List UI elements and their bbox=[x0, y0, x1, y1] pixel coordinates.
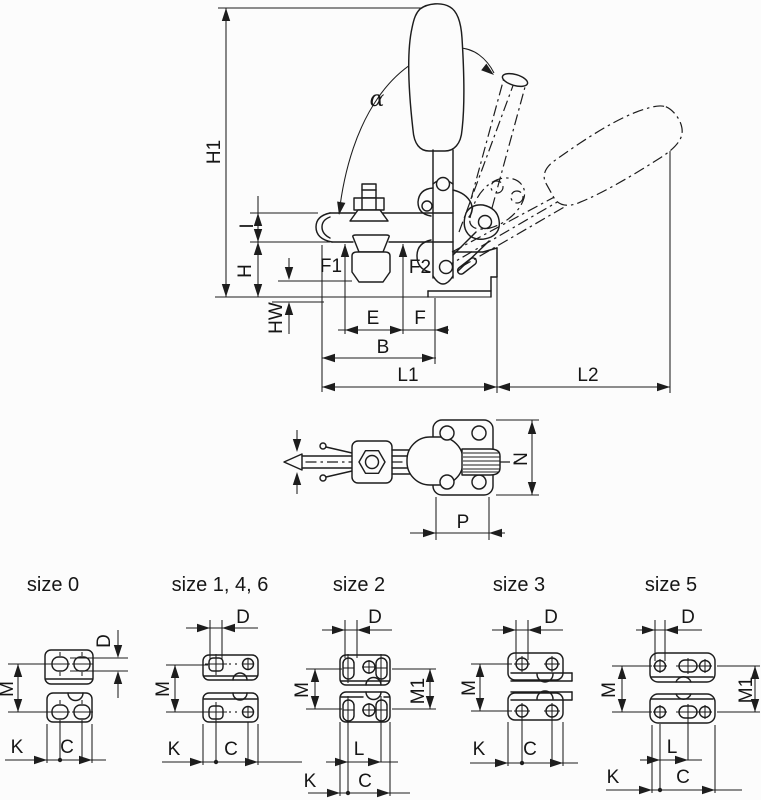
size-3-label-d: D bbox=[544, 607, 558, 628]
dim-label-f: F bbox=[414, 308, 426, 329]
size-2-label-l: L bbox=[354, 739, 365, 760]
top-view: N P bbox=[283, 419, 539, 540]
dim-label-hw: HW bbox=[266, 302, 287, 334]
dim-label-alpha: α bbox=[370, 87, 385, 112]
size-0-label-d: D bbox=[94, 634, 115, 648]
size-3-label-c: C bbox=[523, 739, 537, 760]
size-variants: size 0 D M K C bbox=[0, 574, 760, 798]
main-dimensions: H1 α I H HW F1 F2 E F B L1 L2 bbox=[204, 7, 673, 393]
size-5-label-d: D bbox=[681, 607, 695, 628]
size-5-label-c: C bbox=[676, 767, 690, 788]
size-2-view: size 2 bbox=[292, 574, 436, 798]
dim-label-h: H bbox=[235, 264, 256, 278]
pivot-housing bbox=[416, 176, 501, 275]
size-5-title: size 5 bbox=[645, 574, 697, 596]
handle-pad-hatched bbox=[461, 448, 501, 476]
size-1-4-6-label-k: K bbox=[168, 739, 181, 760]
handle-grip-open bbox=[535, 93, 693, 215]
dim-label-p: P bbox=[457, 512, 470, 533]
size-3-label-k: K bbox=[473, 739, 486, 760]
dim-label-l2: L2 bbox=[577, 365, 598, 386]
dim-label-n: N bbox=[511, 452, 532, 466]
dim-label-h1: H1 bbox=[204, 140, 225, 164]
open-position-phantom bbox=[443, 71, 693, 269]
size-2-label-m1: M1 bbox=[408, 678, 429, 704]
dim-label-f2: F2 bbox=[409, 257, 431, 278]
size-1-4-6-title: size 1, 4, 6 bbox=[172, 574, 269, 596]
size-5-label-l: L bbox=[667, 737, 678, 758]
arm-top-view bbox=[406, 436, 464, 486]
dim-label-b: B bbox=[377, 337, 390, 358]
size-5-label-k: K bbox=[607, 767, 620, 788]
size-1-4-6-label-d: D bbox=[236, 607, 250, 628]
size-2-label-m: M bbox=[292, 682, 313, 698]
size-1-4-6-label-m: M bbox=[153, 681, 174, 697]
size-0-view: size 0 D M K C bbox=[0, 574, 128, 765]
size-3-view: size 3 D M bbox=[459, 574, 578, 768]
size-5-view: size 5 bbox=[599, 574, 760, 795]
size-3-label-m: M bbox=[459, 680, 480, 696]
mounting-base bbox=[427, 247, 498, 298]
clamping-spindle bbox=[349, 183, 391, 283]
dim-label-l1: L1 bbox=[397, 365, 418, 386]
dim-label-e: E bbox=[367, 308, 380, 329]
size-2-title: size 2 bbox=[333, 574, 385, 596]
size-2-label-k: K bbox=[304, 771, 317, 792]
size-5-label-m1: M1 bbox=[736, 677, 757, 703]
dim-label-f1: F1 bbox=[320, 256, 342, 277]
dim-label-i: I bbox=[237, 223, 258, 228]
size-1-4-6-label-c: C bbox=[224, 739, 238, 760]
size-0-label-k: K bbox=[11, 737, 24, 758]
size-0-title: size 0 bbox=[27, 574, 79, 596]
clamp-body bbox=[315, 3, 501, 298]
size-2-label-d: D bbox=[368, 607, 382, 628]
handle-shaft bbox=[432, 149, 454, 285]
size-0-label-c: C bbox=[60, 737, 74, 758]
size-5-label-m: M bbox=[599, 682, 620, 698]
size-0-label-m: M bbox=[0, 681, 18, 697]
main-view: H1 α I H HW F1 F2 E F B L1 L2 bbox=[204, 3, 693, 393]
size-2-label-c: C bbox=[358, 771, 372, 792]
handle-grip-closed bbox=[407, 3, 465, 152]
size-3-title: size 3 bbox=[493, 574, 545, 596]
size-1-4-6-view: size 1, 4, 6 D M K bbox=[153, 574, 302, 767]
spindle-nut bbox=[351, 440, 393, 484]
